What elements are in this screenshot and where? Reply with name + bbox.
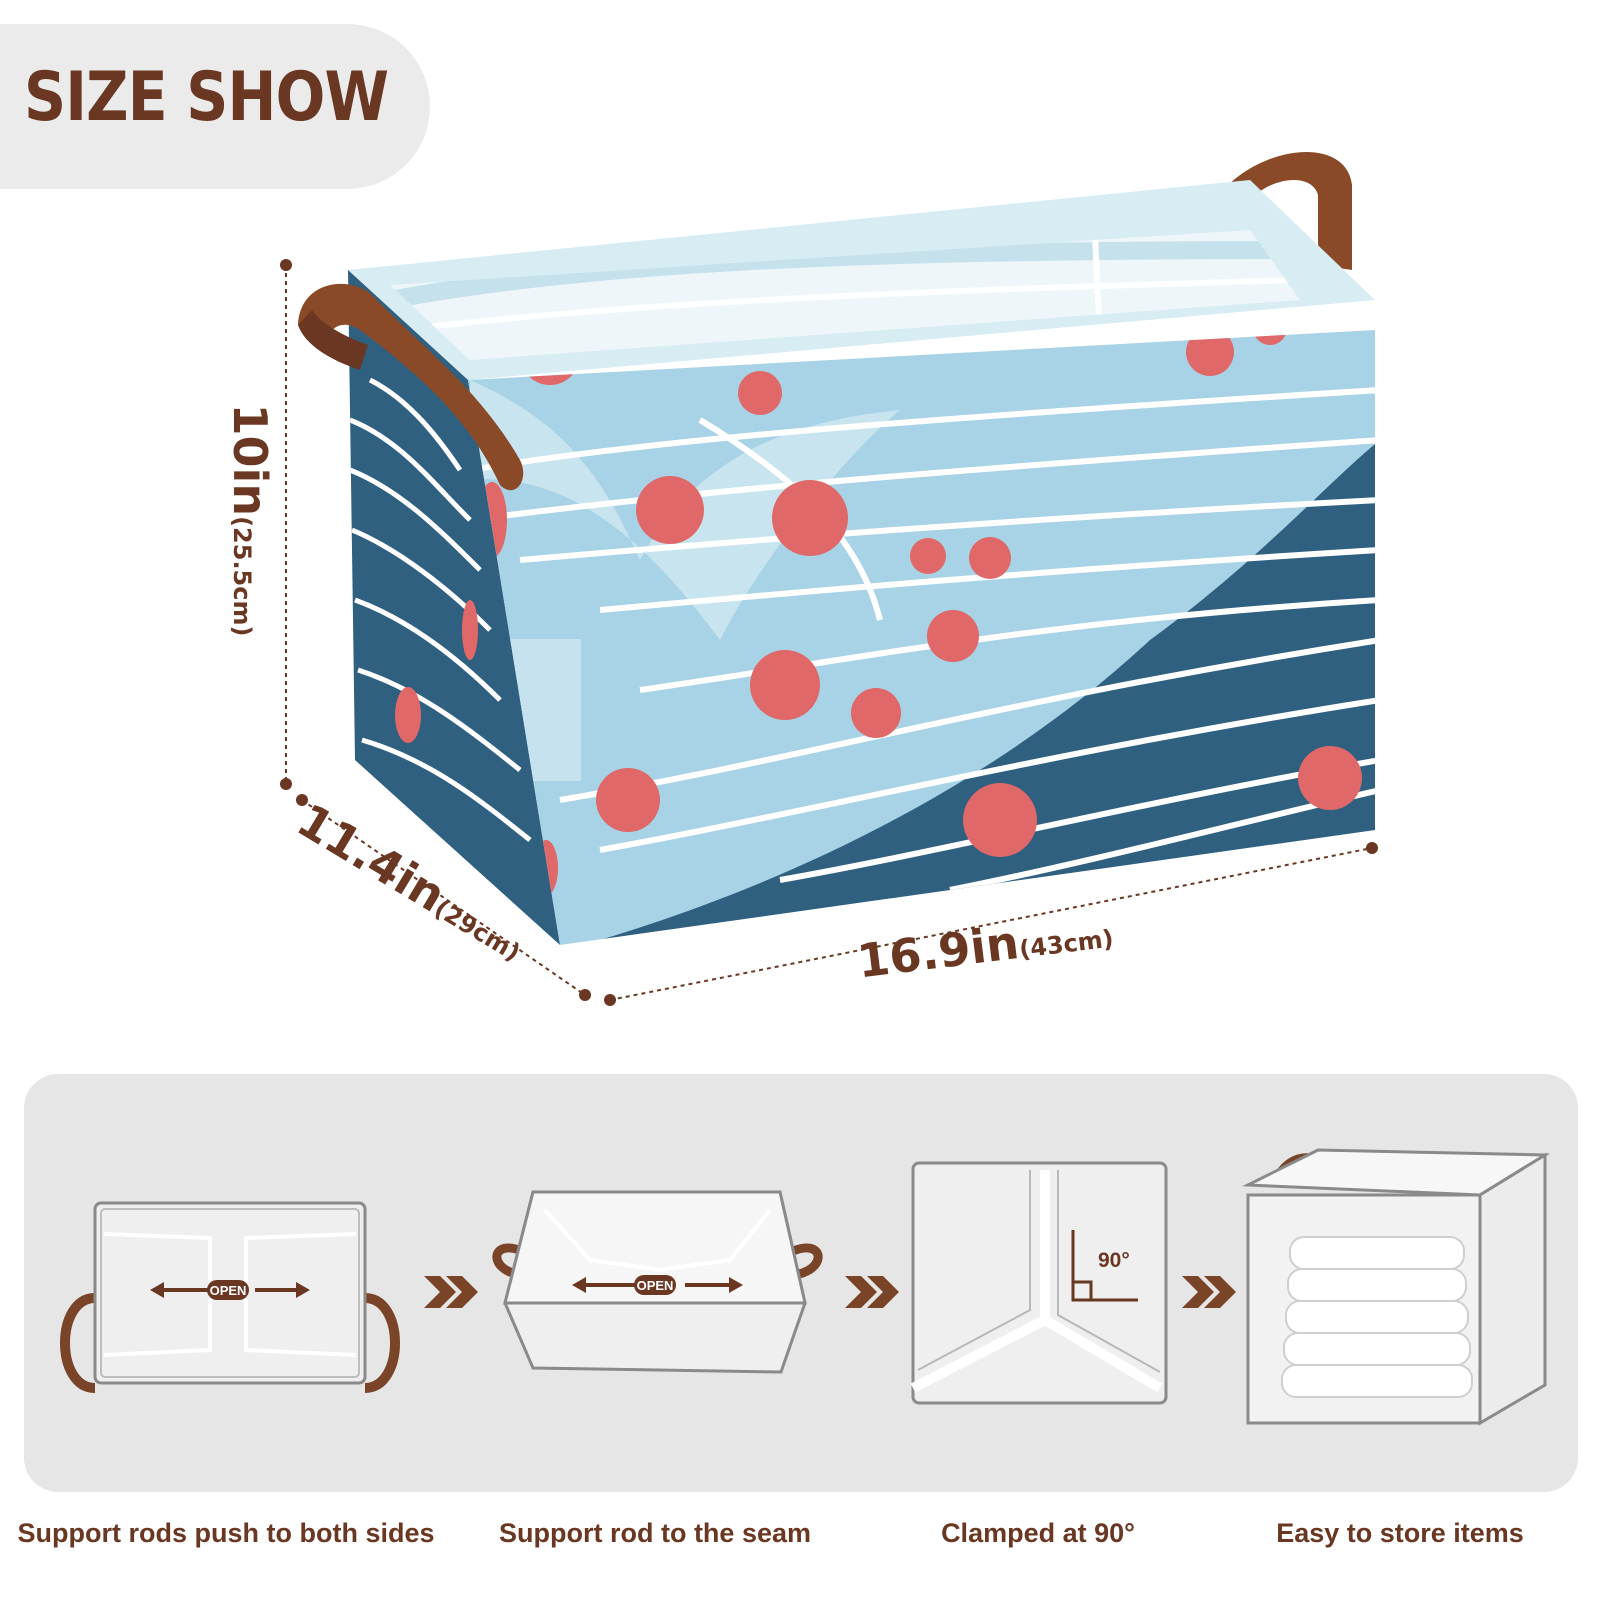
- arrow-left-icon: [150, 1282, 164, 1298]
- step-1-illustration: OPEN: [60, 1201, 400, 1393]
- double-chevron-icon: [1182, 1276, 1236, 1308]
- step-2-label: OPEN: [637, 1278, 674, 1293]
- basket-side-panel: [348, 270, 560, 945]
- step-3-label: 90°: [1098, 1249, 1130, 1272]
- title-badge: [0, 24, 430, 189]
- step-4-illustration: [1242, 1148, 1551, 1426]
- arrow-right-icon: [296, 1282, 310, 1298]
- open-tag: [207, 1280, 249, 1300]
- arrow-right-icon: [729, 1277, 743, 1293]
- page-title: SIZE SHOW: [24, 58, 389, 137]
- step-4-caption: Easy to store items: [1276, 1518, 1524, 1548]
- arrow-left-icon: [572, 1277, 586, 1293]
- dimension-lines: [280, 259, 1378, 1006]
- storage-basket-illustration: [280, 152, 1378, 1006]
- step-1-label: OPEN: [210, 1283, 247, 1298]
- step-3-caption: Clamped at 90°: [941, 1518, 1135, 1548]
- step-1-caption: Support rods push to both sides: [17, 1518, 435, 1548]
- step-3-illustration: 90°: [910, 1161, 1168, 1405]
- step-2-illustration: OPEN: [492, 1190, 823, 1374]
- right-angle-icon: [1071, 1230, 1138, 1302]
- front-handle: [298, 283, 524, 491]
- double-chevron-icon: [845, 1276, 899, 1308]
- step-2-caption: Support rod to the seam: [498, 1518, 812, 1548]
- open-tag: [634, 1275, 676, 1295]
- double-chevron-icon: [424, 1276, 478, 1308]
